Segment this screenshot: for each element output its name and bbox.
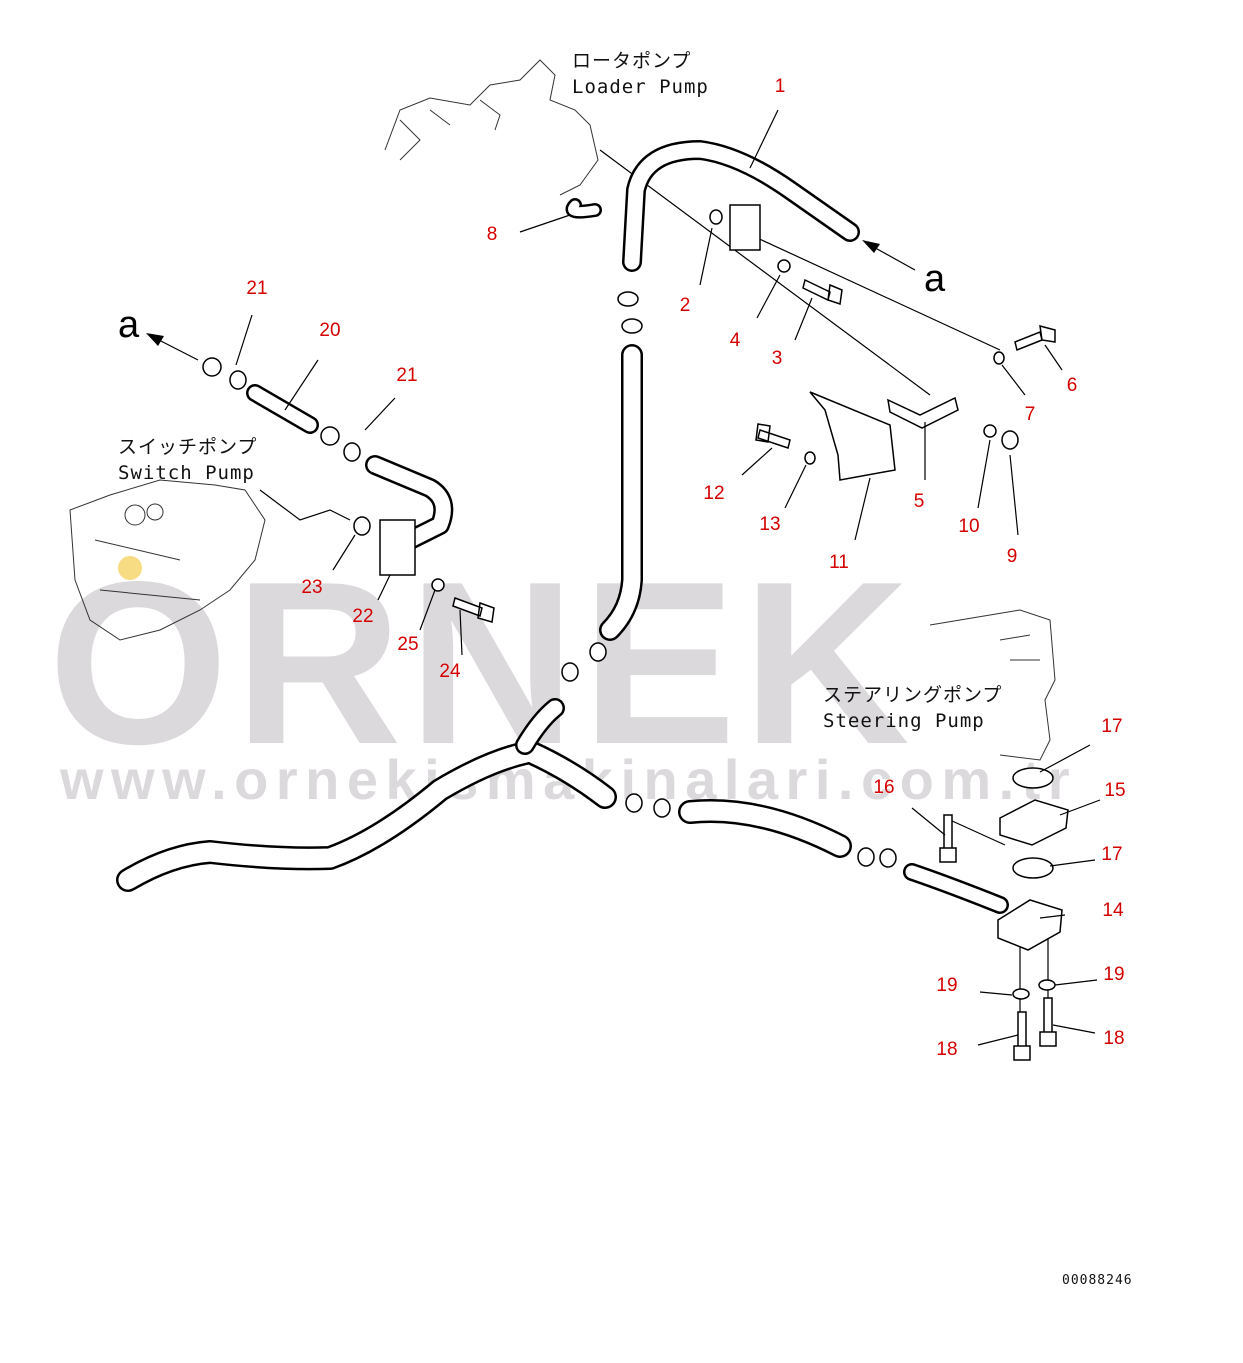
callout-25[interactable]: 25 (397, 634, 419, 655)
callout-15[interactable]: 15 (1104, 780, 1126, 801)
pipe-1 (622, 140, 860, 272)
callout-12[interactable]: 12 (703, 483, 725, 504)
steering-pump-label-en: Steering Pump (823, 710, 985, 732)
bolt-18a (1013, 1045, 1031, 1061)
flange-15 (999, 799, 1069, 846)
switch-pump-label-en: Switch Pump (118, 462, 255, 484)
callout-11[interactable]: 11 (829, 552, 849, 573)
bolt-12 (755, 423, 791, 449)
drawing-code: 00088246 (1062, 1273, 1133, 1288)
flange-14 (997, 899, 1063, 951)
switch-pump-label: スイッチポンプ Switch Pump (118, 434, 257, 486)
reference-a-left: a (118, 304, 140, 346)
callout-19-right[interactable]: 19 (1103, 964, 1125, 985)
o-ring-23 (353, 516, 371, 536)
steering-pump-label-jp: ステアリングポンプ (823, 684, 1003, 706)
callout-21-right[interactable]: 21 (396, 365, 418, 386)
callout-3[interactable]: 3 (771, 348, 783, 369)
bracket-5 (887, 396, 959, 429)
loader-pump-sketch (384, 59, 599, 196)
callout-21-left[interactable]: 21 (246, 278, 268, 299)
vertical-hose (599, 344, 643, 641)
callout-14[interactable]: 14 (1102, 900, 1124, 921)
watermark-brand: ORNEK (48, 534, 916, 793)
callout-8[interactable]: 8 (486, 224, 498, 245)
switch-pump-label-jp: スイッチポンプ (118, 436, 258, 458)
main-hose (116, 698, 617, 892)
o-ring-17a (1012, 767, 1054, 789)
switch-pump-sketch (69, 479, 266, 641)
callout-6[interactable]: 6 (1066, 375, 1078, 396)
callout-16[interactable]: 16 (873, 777, 895, 798)
loader-pump-label: ロータポンプ Loader Pump (572, 48, 709, 100)
callout-17-lower[interactable]: 17 (1101, 844, 1123, 865)
o-ring-2 (709, 209, 723, 225)
callout-23[interactable]: 23 (301, 577, 323, 598)
callout-13[interactable]: 13 (759, 514, 781, 535)
right-hose (678, 798, 1009, 914)
steering-pump-label: ステアリングポンプ Steering Pump (823, 682, 1002, 734)
callout-4[interactable]: 4 (729, 330, 741, 351)
bolt-6 (1014, 324, 1056, 352)
callout-17-upper[interactable]: 17 (1101, 716, 1123, 737)
callout-18-right[interactable]: 18 (1103, 1028, 1125, 1049)
callout-10[interactable]: 10 (958, 516, 980, 537)
o-ring-17b (1012, 857, 1054, 879)
callout-2[interactable]: 2 (679, 295, 691, 316)
bolt-18b (1039, 1031, 1057, 1047)
bolt-3 (802, 278, 843, 305)
callout-1[interactable]: 1 (774, 76, 786, 97)
loader-pump-label-jp: ロータポンプ (572, 50, 692, 72)
bolt-16 (943, 814, 953, 851)
callout-24[interactable]: 24 (439, 661, 461, 682)
flange-22 (379, 519, 416, 576)
clamp-block (729, 204, 761, 251)
callout-9[interactable]: 9 (1006, 546, 1018, 567)
callout-7[interactable]: 7 (1024, 404, 1036, 425)
callout-18-left[interactable]: 18 (936, 1039, 958, 1060)
callout-20[interactable]: 20 (319, 320, 341, 341)
callout-5[interactable]: 5 (913, 491, 925, 512)
callout-22[interactable]: 22 (352, 606, 374, 627)
loader-pump-label-en: Loader Pump (572, 76, 709, 98)
bolt-24 (452, 597, 495, 623)
steering-pump-sketch (929, 609, 1056, 761)
callout-19-left[interactable]: 19 (936, 975, 958, 996)
bracket-11 (809, 391, 896, 481)
reference-a-right: a (924, 258, 946, 300)
switch-pipe (246, 198, 602, 550)
